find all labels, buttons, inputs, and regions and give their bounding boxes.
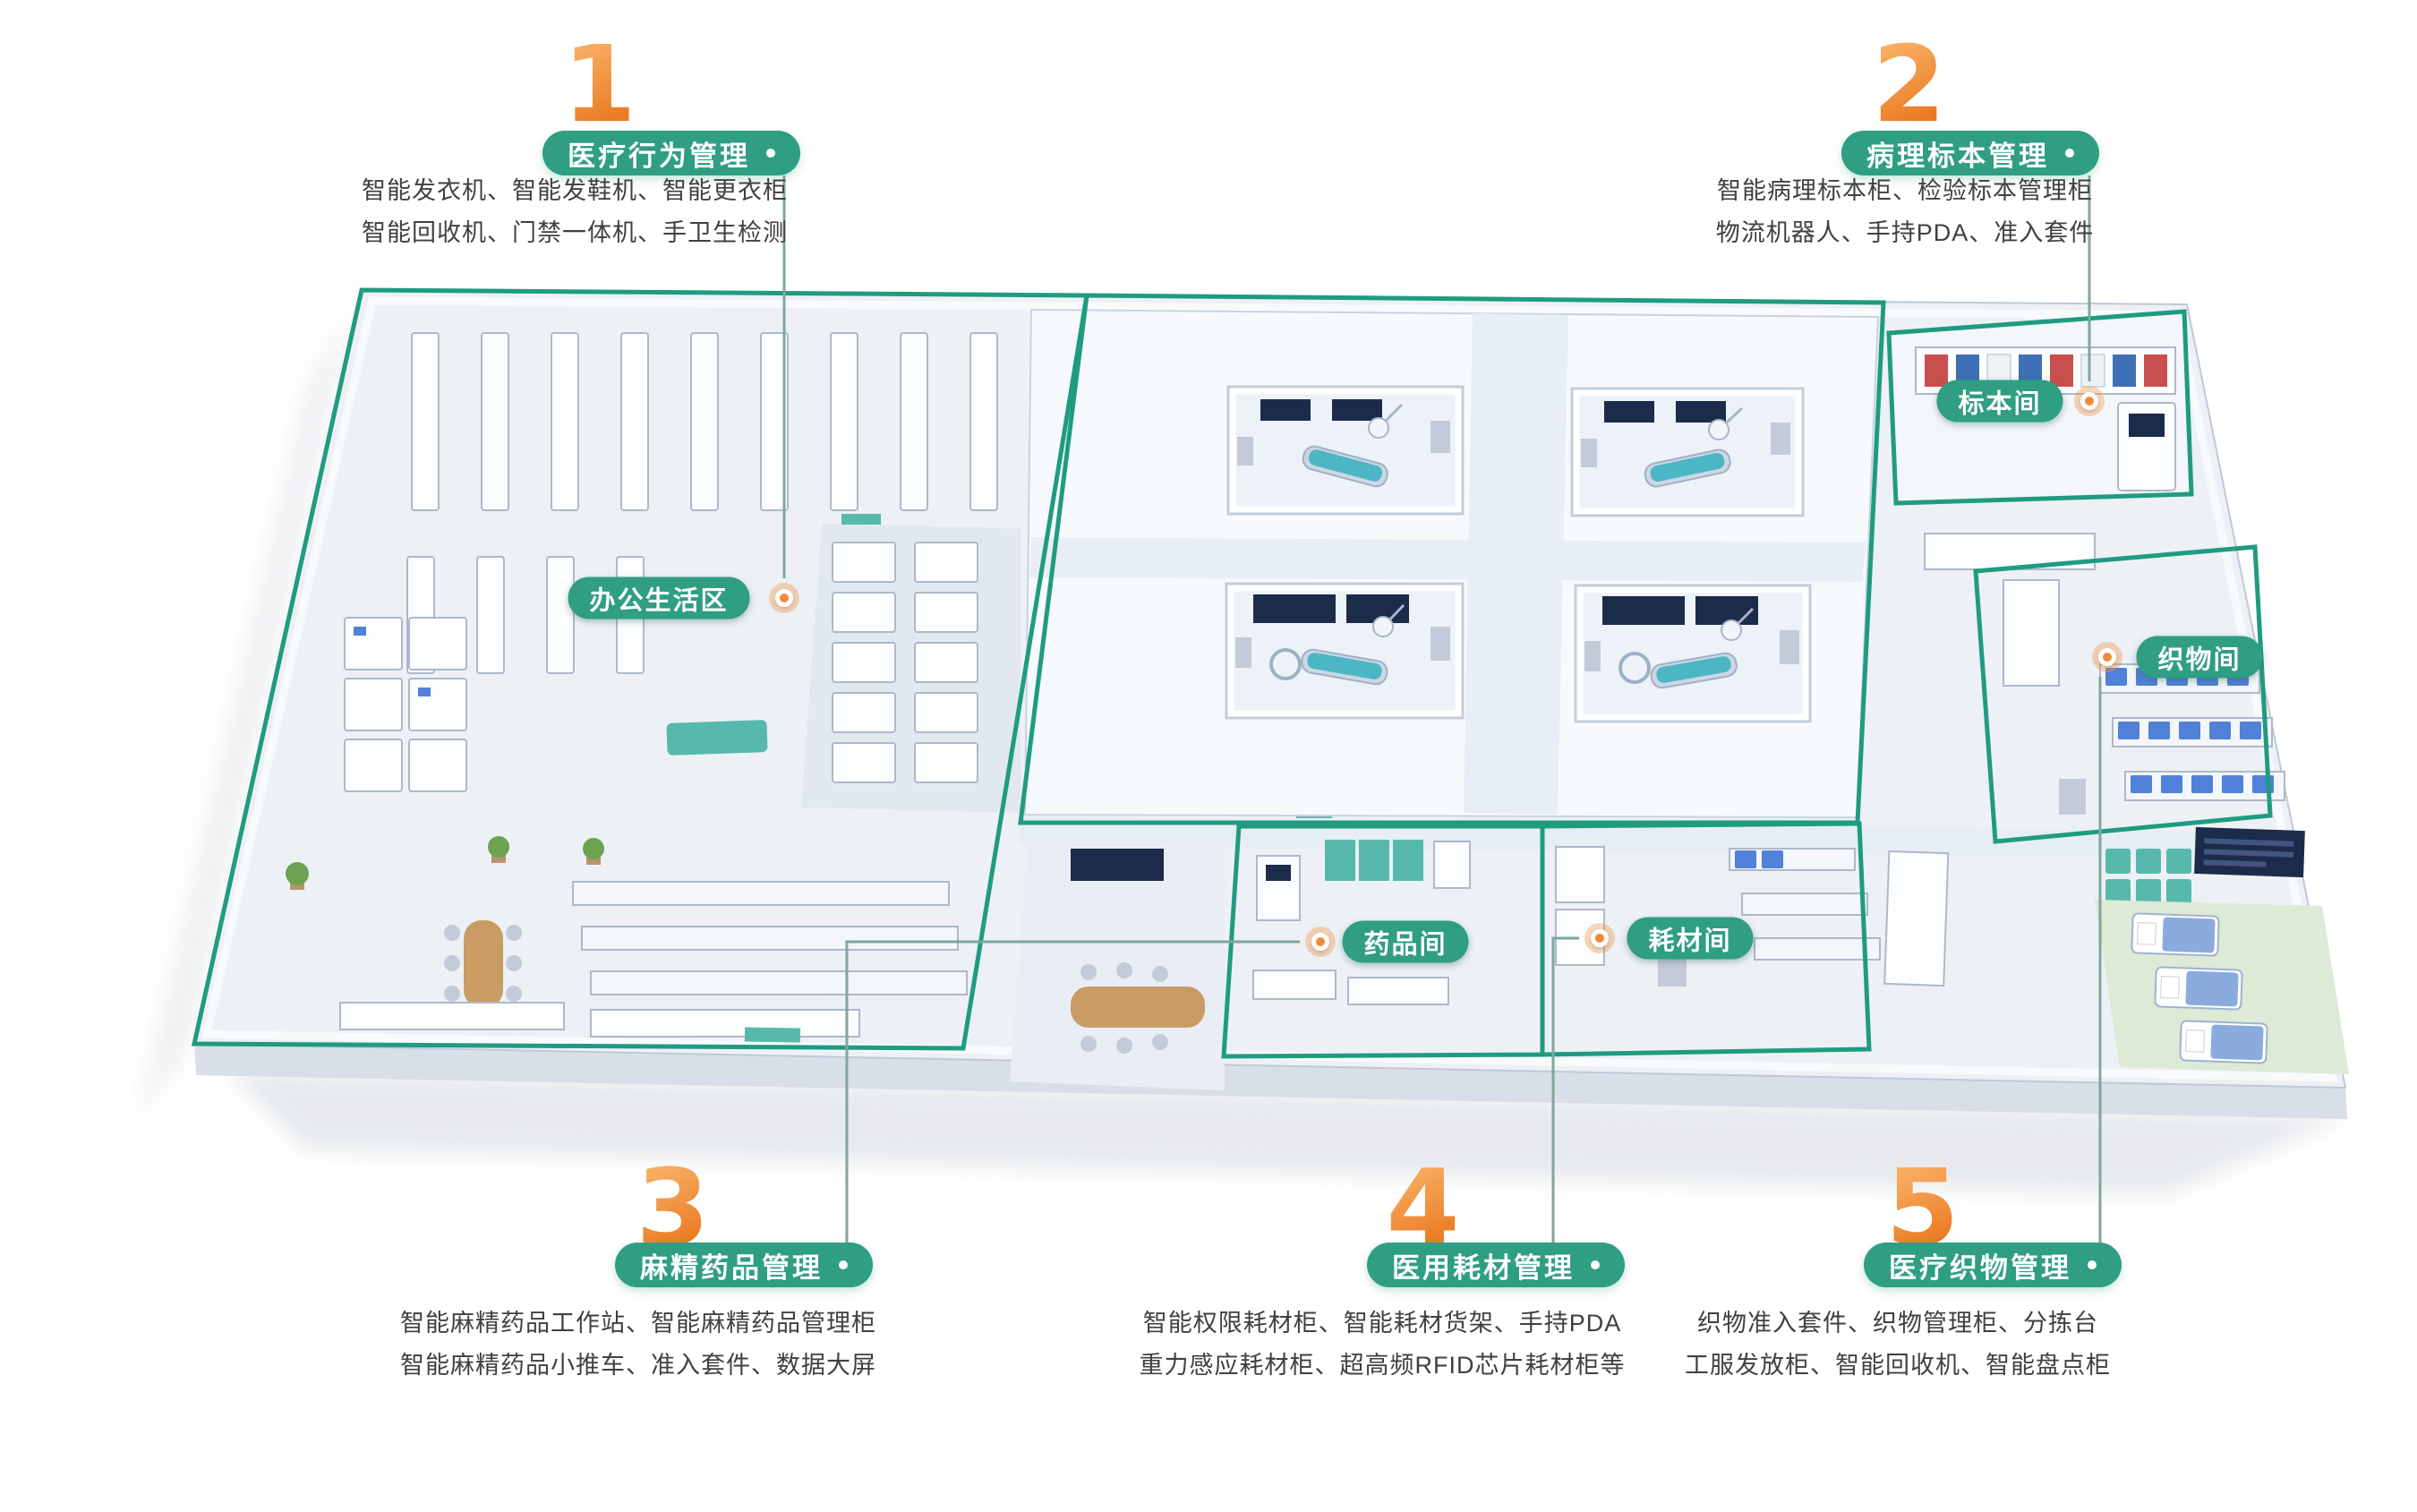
section-1-description: 智能发衣机、智能发鞋机、智能更衣柜 智能回收机、门禁一体机、手卫生检测 (235, 170, 915, 254)
changing-stalls (801, 514, 1021, 813)
or-room-1 (1226, 385, 1465, 516)
room-label-specimen-room: 标本间 (1936, 380, 2063, 423)
section-3-title-pill: 麻精药品管理 (615, 1243, 873, 1287)
recovery-area (2095, 826, 2349, 1074)
pill-dot-icon (2088, 1260, 2097, 1269)
section-5-title-pill: 医疗织物管理 (1864, 1243, 2122, 1287)
office-table (444, 920, 522, 1008)
building-shadow (224, 1070, 2354, 1195)
section-3-description: 智能麻精药品工作站、智能麻精药品管理柜 智能麻精药品小推车、准入套件、数据大屏 (298, 1303, 978, 1387)
room-label-medicine-room: 药品间 (1342, 920, 1469, 963)
section-4-title: 医用耗材管理 (1392, 1251, 1575, 1284)
plants (286, 836, 604, 890)
room-label-fabric-room: 织物间 (2136, 636, 2263, 679)
location-dot-fabric-room (2098, 648, 2116, 666)
room-label-consumable-room: 耗材间 (1627, 917, 1754, 960)
pill-dot-icon (766, 149, 775, 158)
section-4-title-pill: 医用耗材管理 (1367, 1243, 1625, 1287)
desc-line: 重力感应耗材柜、超高频RFID芯片耗材柜等 (1139, 1352, 1626, 1379)
section-1-title: 医疗行为管理 (568, 140, 750, 172)
callout-line-4 (1551, 936, 1579, 1243)
zone-fabric-outline (1973, 544, 2273, 844)
pill-dot-icon (2065, 149, 2074, 158)
desc-line: 智能权限耗材柜、智能耗材货架、手持PDA (1142, 1310, 1622, 1337)
zone-specimen-outline (1886, 309, 2194, 506)
perimeter-wall (201, 296, 2338, 1082)
section-1-title-pill: 医疗行为管理 (542, 131, 800, 175)
room-label-office-area: 办公生活区 (568, 577, 750, 619)
locker-block (344, 617, 467, 792)
location-dot-medicine-room (1311, 933, 1329, 951)
zone-office-outline (191, 287, 1089, 1051)
room-label-text: 药品间 (1363, 930, 1448, 959)
location-dot-specimen-room (2080, 392, 2098, 410)
desc-line: 物流机器人、手持PDA、准入套件 (1715, 219, 2095, 246)
building-shadow-left (134, 304, 356, 1123)
desc-line: 智能发衣机、智能发鞋机、智能更衣柜 (362, 177, 788, 204)
room-label-text: 标本间 (1958, 389, 2042, 418)
or-room-3 (1225, 582, 1465, 720)
or-room-4 (1574, 584, 1812, 723)
section-1-number: 1 (562, 22, 636, 146)
section-5-title: 医疗织物管理 (1889, 1251, 2071, 1284)
room-label-text: 耗材间 (1648, 927, 1732, 955)
pill-dot-icon (1591, 1260, 1600, 1269)
section-4-description: 智能权限耗材柜、智能耗材货架、手持PDA 重力感应耗材柜、超高频RFID芯片耗材… (1042, 1303, 1722, 1387)
medicine-room-contents (1252, 840, 1471, 1005)
callout-line-3 (845, 940, 1300, 1243)
desc-line: 智能回收机、门禁一体机、手卫生检测 (362, 219, 788, 246)
location-dot-consumable-room (1591, 929, 1609, 947)
desc-line: 智能病理标本柜、检验标本管理柜 (1717, 177, 2093, 204)
location-dot-office-area (775, 589, 793, 607)
building-front-face (194, 1044, 2347, 1119)
reception-desk (666, 720, 768, 756)
section-2-description: 智能病理标本柜、检验标本管理柜 物流机器人、手持PDA、准入套件 (1565, 170, 2245, 254)
section-2-number: 2 (1872, 22, 1945, 146)
desc-line: 工服发放柜、智能回收机、智能盘点柜 (1685, 1352, 2111, 1379)
desc-line: 织物准入套件、织物管理柜、分拣台 (1697, 1310, 2098, 1337)
room-label-text: 办公生活区 (589, 586, 729, 615)
desc-line: 智能麻精药品工作站、智能麻精药品管理柜 (400, 1310, 876, 1337)
section-2-title-pill: 病理标本管理 (1841, 131, 2099, 175)
zone-consumable-outline (1540, 821, 1872, 1057)
meeting-room (1010, 841, 1225, 1090)
desc-line: 智能麻精药品小推车、准入套件、数据大屏 (400, 1352, 876, 1379)
section-3-title: 麻精药品管理 (640, 1251, 823, 1284)
or-room-2 (1570, 387, 1805, 517)
room-label-text: 织物间 (2157, 645, 2242, 674)
section-5-description: 织物准入套件、织物管理柜、分拣台 工服发放柜、智能回收机、智能盘点柜 (1558, 1303, 2238, 1387)
shelving-top-left (411, 332, 998, 511)
fabric-room-contents (2003, 579, 2285, 815)
pill-dot-icon (839, 1260, 848, 1269)
section-2-title: 病理标本管理 (1866, 140, 2049, 172)
shelf-rows-left (339, 881, 968, 1038)
